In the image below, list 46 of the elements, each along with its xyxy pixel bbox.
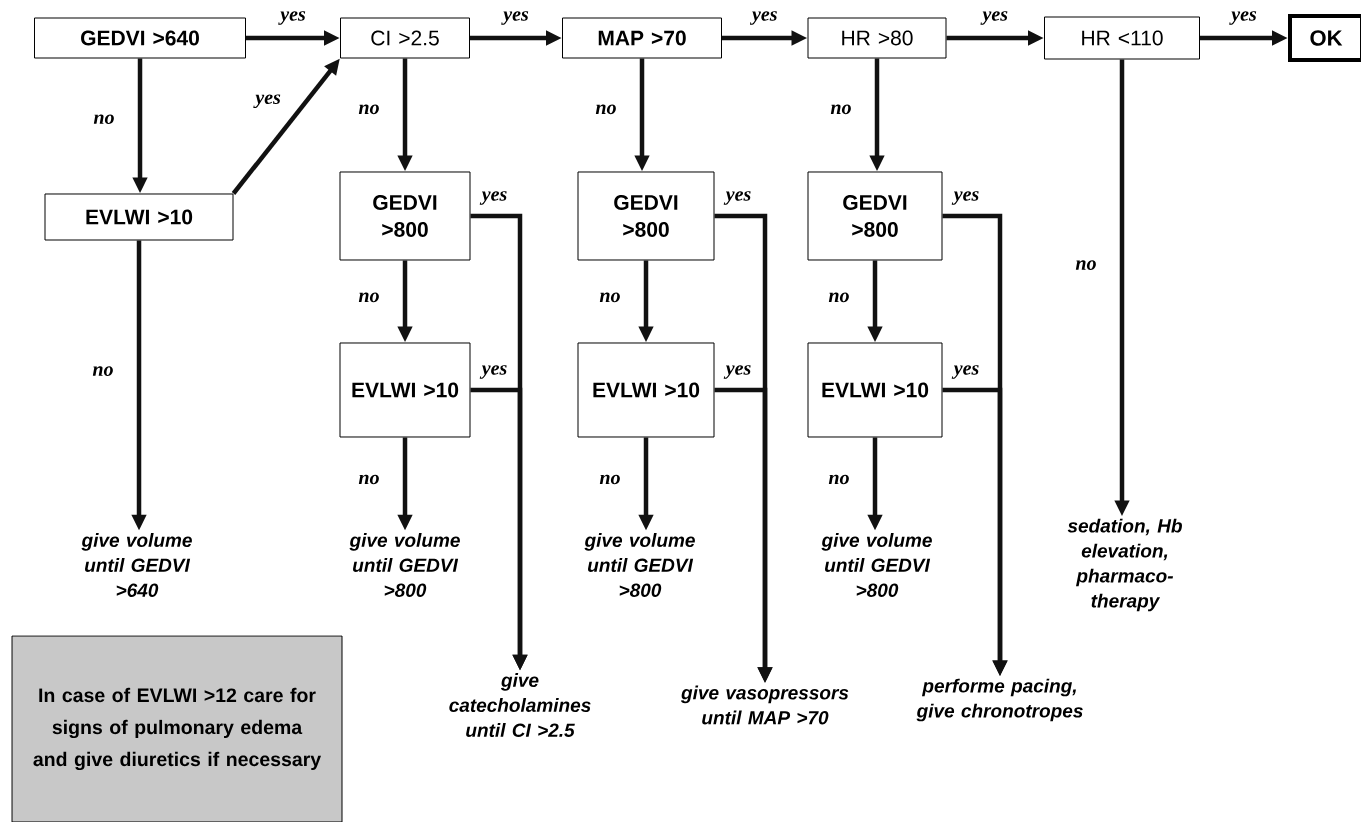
edge-label: no bbox=[1075, 260, 1096, 270]
edge-label: yes bbox=[278, 11, 306, 25]
action-text: give volume until GEDVI >640 bbox=[81, 533, 192, 597]
edge-label: yes bbox=[723, 365, 751, 379]
edge-label: no bbox=[92, 366, 113, 376]
decision-box: GEDVI >640 bbox=[34, 17, 246, 59]
edge-label: no bbox=[358, 104, 379, 115]
edge-label: yes bbox=[750, 11, 777, 25]
decision-box: EVLWI >10 bbox=[44, 193, 234, 241]
decision-box: EVLWI >10 bbox=[807, 342, 943, 438]
decision-box: MAP >70 bbox=[562, 17, 722, 59]
note-box: In case of EVLWI >12 care for signs of pulmonary edema and give diuretics if necessary bbox=[11, 635, 343, 822]
edge-label: yes bbox=[951, 191, 979, 205]
result-box: OK bbox=[1288, 14, 1361, 62]
edge-label: yes bbox=[980, 11, 1008, 25]
decision-box: GEDVI >800 bbox=[339, 171, 471, 261]
edge-label: no bbox=[599, 292, 620, 303]
edge-label: no bbox=[828, 474, 849, 485]
action-text: give vasopressors until MAP >70 bbox=[681, 685, 849, 725]
edge-label: no bbox=[358, 474, 379, 485]
decision-box: GEDVI >800 bbox=[577, 171, 715, 261]
edge-label: yes bbox=[951, 365, 979, 379]
action-text: give volume until GEDVI >800 bbox=[584, 533, 695, 597]
decision-box: HR >80 bbox=[807, 17, 947, 59]
decision-box: CI >2.5 bbox=[340, 17, 470, 59]
edge-label: yes bbox=[479, 365, 507, 379]
action-text: give volume until GEDVI >800 bbox=[821, 533, 932, 597]
action-text: sedation, Hb elevation, pharmaco-therapy bbox=[1067, 518, 1182, 612]
edge-label: no bbox=[358, 292, 379, 303]
edge-label: yes bbox=[479, 191, 507, 205]
edge-label: no bbox=[828, 292, 849, 303]
action-text: give catecholamines until CI >2.5 bbox=[449, 673, 591, 737]
action-text: give volume until GEDVI >800 bbox=[349, 533, 460, 597]
edge-label: yes bbox=[1229, 11, 1257, 25]
edge-label: yes bbox=[253, 94, 281, 109]
decision-box: EVLWI >10 bbox=[577, 342, 715, 438]
action-text: performe pacing, give chronotropes bbox=[916, 678, 1083, 722]
decision-box: HR <110 bbox=[1044, 16, 1200, 60]
edge-label: yes bbox=[723, 191, 751, 205]
edge-label: no bbox=[599, 474, 620, 485]
edge-label: no bbox=[595, 104, 616, 115]
decision-box: EVLWI >10 bbox=[339, 342, 471, 438]
edge-label: no bbox=[93, 114, 114, 125]
edge-label: no bbox=[830, 104, 851, 115]
decision-box: GEDVI >800 bbox=[807, 171, 943, 261]
edge-label: yes bbox=[501, 11, 529, 25]
